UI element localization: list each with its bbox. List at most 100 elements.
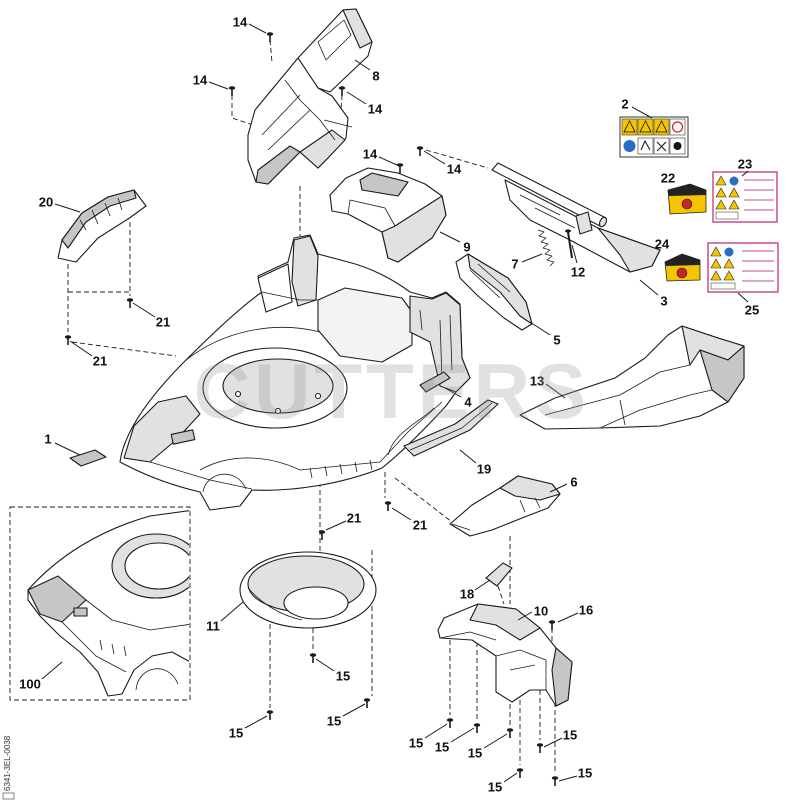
sticker-23-detail [715,175,727,186]
screw [506,728,514,738]
part-11-detail [247,587,303,621]
screw [516,768,524,778]
part-18-detail [485,562,513,587]
screw [416,146,424,156]
screw [446,718,454,728]
part-10 [437,603,573,707]
sticker-25-detail [723,270,735,281]
sticker-23-detail [744,179,774,211]
mower-deck-detail [257,263,293,313]
callout-label: 19 [477,462,491,477]
part-20-detail [79,197,123,231]
part-3-detail [519,194,576,229]
dashed-connector [497,585,505,605]
callout-label: 9 [463,240,470,255]
part-9-detail [359,172,409,197]
part-19 [403,399,499,457]
part-100-detail-detail-detail [124,542,189,590]
leader-line [737,292,749,303]
screw-head [384,501,392,505]
sticker-2-detail [655,120,668,133]
mower-deck-detail [419,309,453,381]
part-20-detail [61,189,137,249]
callout-label: 25 [745,303,759,318]
part-8-detail [255,145,301,185]
leader-line [346,91,367,105]
callout-label: 2 [621,97,628,112]
mower-deck-detail [419,371,451,393]
callout-label: 7 [511,257,518,272]
part-5-detail [467,253,533,325]
screw [228,86,236,96]
sticker-25-detail [710,258,722,269]
sticker-23-detail [715,211,739,220]
leader-line [244,715,268,729]
leader-line [517,611,533,621]
screw-head [309,653,317,657]
mower-deck-detail [274,407,282,415]
leader-line [558,775,578,782]
sticker-22-detail [681,198,693,210]
callout-label: 21 [347,511,361,526]
screw [551,776,559,786]
leader-line [474,579,491,591]
leader-line [557,612,579,623]
callout-label: 24 [655,237,670,252]
screw [384,501,392,511]
screw [309,653,317,663]
mower-deck-detail [291,235,319,307]
part-18 [485,562,513,587]
screw-head [548,620,556,624]
screw [548,620,556,630]
sticker-2 [619,116,689,158]
leader-line [549,483,568,493]
sticker-2-detail [640,139,651,151]
screws [64,32,559,786]
screw [64,335,72,345]
leader-line [248,23,267,34]
dashed-connector [71,341,177,357]
part-13 [519,325,745,430]
sticker-25-detail [710,282,736,290]
dashed-connector [425,149,489,169]
sticker-23-detail [729,176,739,186]
sticker-2-detail [623,120,636,133]
sticker-23-detail [715,199,727,210]
leader-line [315,658,335,672]
callout-label: 3 [660,294,667,309]
screw [338,86,346,96]
callout-label: 21 [156,315,170,330]
sticker-2-detail [656,141,667,152]
screw-head [473,723,481,727]
part-10-detail [551,647,573,707]
sticker-2-detail [637,118,654,136]
leader-line [342,703,366,717]
callout-label: 15 [229,726,243,741]
part-12-pin-detail [565,229,571,233]
leader-line [378,156,398,166]
screw [473,723,481,733]
leader-line [424,723,448,739]
callout-label: 15 [488,780,502,795]
mower-deck [119,234,471,511]
leader-line [391,507,412,521]
part-9-detail [381,195,447,263]
part-8-detail [317,19,352,61]
leader-line [639,279,659,296]
mower-deck-detail [309,459,373,479]
screw-head [506,728,514,732]
leader-line [571,244,578,264]
part-20 [57,189,147,263]
part-100-detail-detail [9,506,191,701]
part-12-pin-detail [567,231,573,259]
part-1 [69,449,107,467]
sticker-25-detail [710,246,722,257]
callout-label: 22 [661,171,675,186]
callout-label: 15 [336,669,350,684]
leader-line [529,321,551,336]
mower-deck-detail [317,287,413,363]
mower-deck-detail [314,392,322,400]
screw-head [266,710,274,714]
leader-line [54,442,81,456]
